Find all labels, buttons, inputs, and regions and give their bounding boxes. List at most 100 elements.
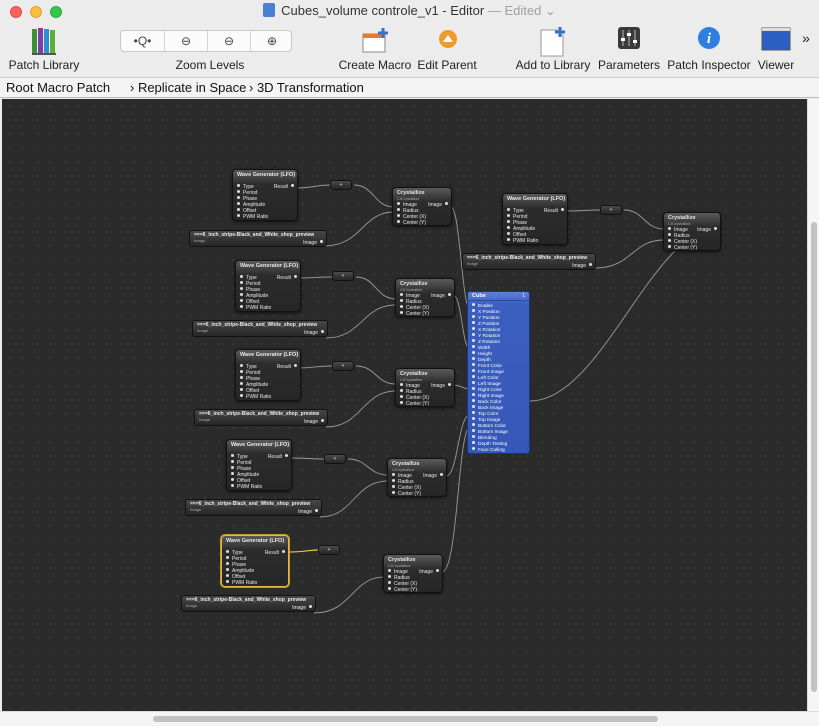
math-patch[interactable]: +	[324, 454, 346, 464]
crystallize-radius-port[interactable]: Radius	[400, 299, 422, 305]
cube-port-y-rotation[interactable]: Y Rotation	[472, 333, 500, 340]
crystallize-patch[interactable]: Crystallize CICrystallize Image Image Ra…	[395, 278, 455, 317]
cube-port-back-color[interactable]: Back Color	[472, 399, 501, 406]
lfo-phase-port[interactable]: Phase	[237, 196, 257, 202]
lfo-period-port[interactable]: Period	[231, 460, 251, 466]
vertical-scrollbar[interactable]	[807, 99, 819, 711]
crystallize-image-port[interactable]: Image	[397, 202, 417, 208]
close-window-button[interactable]	[10, 6, 22, 18]
lfo-type-port[interactable]: Type	[237, 184, 254, 190]
cube-port-right-color[interactable]: Right Color	[472, 387, 502, 394]
crystallize-radius-port[interactable]: Radius	[392, 479, 414, 485]
add-to-library-button[interactable]: Add to Library	[512, 24, 594, 74]
lfo-phase-port[interactable]: Phase	[226, 562, 246, 568]
wave-generator-lfo-patch[interactable]: Wave Generator (LFO) Result Type Period …	[502, 193, 568, 245]
crystallize-center-y-port[interactable]: Center (Y)	[400, 401, 429, 407]
crystallize-radius-port[interactable]: Radius	[668, 233, 690, 239]
math-patch[interactable]: +	[330, 180, 352, 190]
crystallize-image-port[interactable]: Image	[668, 227, 688, 233]
lfo-offset-port[interactable]: Offset	[240, 388, 259, 394]
image-importer-patch[interactable]: ===6_inch_stripe-Black_and_White_shop_pr…	[192, 320, 328, 337]
cube-port-depth[interactable]: Depth	[472, 357, 491, 364]
cube-port-top-image[interactable]: Top Image	[472, 417, 500, 424]
zoom-window-button[interactable]	[50, 6, 62, 18]
cube-port-width[interactable]: Width	[472, 345, 490, 352]
cube-port-top-color[interactable]: Top Color	[472, 411, 499, 418]
image-output-port[interactable]: Image	[572, 263, 592, 269]
lfo-result-port[interactable]: Result	[544, 208, 564, 214]
lfo-pwm-ratio-port[interactable]: PWM Ratio	[226, 580, 257, 586]
lfo-type-port[interactable]: Type	[507, 208, 524, 214]
horizontal-scroll-thumb[interactable]	[153, 716, 658, 722]
minimize-window-button[interactable]	[30, 6, 42, 18]
wave-generator-lfo-patch[interactable]: Wave Generator (LFO) Result Type Period …	[226, 439, 292, 491]
lfo-type-port[interactable]: Type	[231, 454, 248, 460]
zoom-fit-button[interactable]: •Q•	[133, 34, 152, 48]
crystallize-image-output-port[interactable]: Image	[431, 293, 451, 299]
lfo-pwm-ratio-port[interactable]: PWM Ratio	[507, 238, 538, 244]
crystallize-center-x-port[interactable]: Center (X)	[392, 485, 421, 491]
crystallize-center-y-port[interactable]: Center (Y)	[668, 245, 697, 251]
lfo-offset-port[interactable]: Offset	[237, 208, 256, 214]
math-patch[interactable]: +	[332, 361, 354, 371]
cube-port-x-position[interactable]: X Position	[472, 309, 500, 316]
lfo-type-port[interactable]: Type	[240, 364, 257, 370]
cube-port-blending[interactable]: Blending	[472, 435, 497, 442]
lfo-pwm-ratio-port[interactable]: PWM Ratio	[237, 214, 268, 220]
lfo-pwm-ratio-port[interactable]: PWM Ratio	[240, 394, 271, 400]
cube-port-height[interactable]: Height	[472, 351, 492, 358]
crystallize-radius-port[interactable]: Radius	[388, 575, 410, 581]
crystallize-center-x-port[interactable]: Center (X)	[668, 239, 697, 245]
edit-parent-button[interactable]: Edit Parent	[412, 24, 482, 74]
zoom-in-button[interactable]: ⊕	[250, 31, 293, 51]
lfo-type-port[interactable]: Type	[240, 275, 257, 281]
toolbar-overflow-button[interactable]: »	[802, 30, 810, 46]
wave-generator-lfo-patch[interactable]: Wave Generator (LFO) Result Type Period …	[235, 260, 301, 312]
lfo-result-port[interactable]: Result	[274, 184, 294, 190]
lfo-result-port[interactable]: Result	[265, 550, 285, 556]
cube-port-front-color[interactable]: Front Color	[472, 363, 502, 370]
crystallize-image-port[interactable]: Image	[400, 383, 420, 389]
parameters-button[interactable]: Parameters	[596, 24, 662, 74]
crystallize-patch[interactable]: Crystallize CICrystallize Image Image Ra…	[663, 212, 721, 251]
viewer-button[interactable]: Viewer	[752, 24, 800, 74]
math-patch[interactable]: +	[600, 205, 622, 215]
image-importer-patch[interactable]: ===6_inch_stripe-Black_and_White_shop_pr…	[189, 230, 327, 247]
crystallize-image-port[interactable]: Image	[400, 293, 420, 299]
math-patch[interactable]: +	[318, 545, 340, 555]
image-output-port[interactable]: Image	[304, 330, 324, 336]
lfo-period-port[interactable]: Period	[507, 214, 527, 220]
crystallize-image-output-port[interactable]: Image	[428, 202, 448, 208]
cube-port-z-rotation[interactable]: Z Rotation	[472, 339, 500, 346]
wave-generator-lfo-patch[interactable]: Wave Generator (LFO) Result Type Period …	[235, 349, 301, 401]
breadcrumb-root-macro-patch[interactable]: Root Macro Patch	[6, 80, 111, 95]
crystallize-image-output-port[interactable]: Image	[697, 227, 717, 233]
lfo-phase-port[interactable]: Phase	[240, 287, 260, 293]
horizontal-scrollbar[interactable]	[0, 711, 819, 726]
lfo-amplitude-port[interactable]: Amplitude	[507, 226, 535, 232]
breadcrumb-3d-transformation[interactable]: › 3D Transformation	[249, 80, 364, 95]
math-patch[interactable]: +	[332, 271, 354, 281]
lfo-amplitude-port[interactable]: Amplitude	[231, 472, 259, 478]
crystallize-patch[interactable]: Crystallize CICrystallize Image Image Ra…	[387, 458, 447, 497]
vertical-scroll-thumb[interactable]	[811, 222, 817, 692]
crystallize-center-y-port[interactable]: Center (Y)	[397, 220, 426, 226]
lfo-result-port[interactable]: Result	[268, 454, 288, 460]
crystallize-patch[interactable]: Crystallize CICrystallize Image Image Ra…	[383, 554, 443, 593]
crystallize-center-y-port[interactable]: Center (Y)	[392, 491, 421, 497]
lfo-offset-port[interactable]: Offset	[240, 299, 259, 305]
image-importer-patch[interactable]: ===6_inch_stripe-Black_and_White_shop_pr…	[185, 499, 322, 516]
crystallize-center-x-port[interactable]: Center (X)	[400, 395, 429, 401]
patch-inspector-button[interactable]: i Patch Inspector	[666, 24, 752, 74]
crystallize-radius-port[interactable]: Radius	[397, 208, 419, 214]
cube-port-bottom-color[interactable]: Bottom Color	[472, 423, 506, 430]
image-output-port[interactable]: Image	[292, 605, 312, 611]
crystallize-image-output-port[interactable]: Image	[423, 473, 443, 479]
crystallize-center-y-port[interactable]: Center (Y)	[388, 587, 417, 593]
lfo-result-port[interactable]: Result	[277, 275, 297, 281]
cube-port-y-position[interactable]: Y Position	[472, 315, 500, 322]
lfo-amplitude-port[interactable]: Amplitude	[226, 568, 254, 574]
cube-port-z-position[interactable]: Z Position	[472, 321, 499, 328]
lfo-phase-port[interactable]: Phase	[231, 466, 251, 472]
lfo-period-port[interactable]: Period	[240, 370, 260, 376]
